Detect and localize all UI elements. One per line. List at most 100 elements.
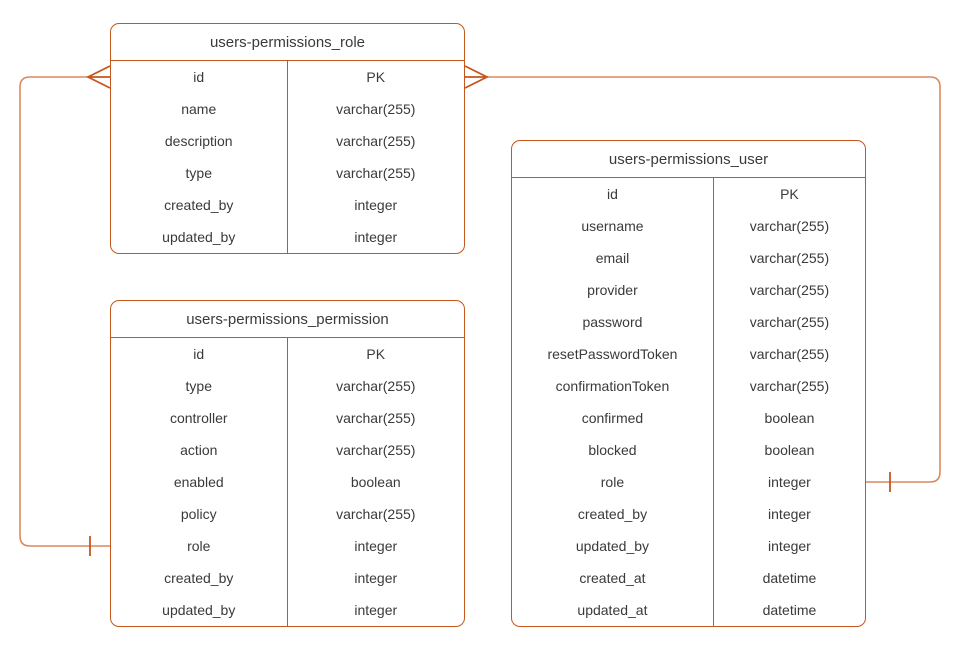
field-row-type: type varchar(255)	[111, 157, 464, 189]
field-type-cell: PK	[366, 69, 386, 85]
field-name-cell: type	[111, 157, 288, 189]
field-type-cell: boolean	[350, 474, 401, 490]
field-name-cell: description	[111, 125, 288, 157]
field-type-cell: varchar(255)	[336, 506, 416, 522]
field-name-cell: created_at	[512, 562, 714, 594]
field-name-cell: confirmationToken	[512, 370, 714, 402]
field-type-cell: integer	[768, 474, 811, 490]
field-type-cell: varchar(255)	[749, 378, 830, 394]
field-row-id: id PK	[111, 338, 464, 370]
field-row-updated_at: updated_at datetime	[512, 594, 865, 626]
field-name-cell: id	[111, 61, 288, 93]
field-type-cell: integer	[354, 538, 398, 554]
field-row-password: password varchar(255)	[512, 306, 865, 338]
field-row-provider: provider varchar(255)	[512, 274, 865, 306]
field-row-email: email varchar(255)	[512, 242, 865, 274]
field-name-cell: type	[111, 370, 288, 402]
table-rows: id PK type varchar(255) controller varchar(25…	[111, 338, 464, 626]
field-row-confirmationToken: confirmationToken varchar(255)	[512, 370, 865, 402]
field-type-cell: varchar(255)	[336, 378, 416, 394]
field-name-cell: id	[512, 178, 714, 210]
relationship-role-permission[interactable]	[19, 65, 111, 556]
field-row-updated_by: updated_by integer	[111, 594, 464, 626]
crows-foot-many-icon	[464, 65, 490, 89]
field-name-cell: username	[512, 210, 714, 242]
field-type-cell: boolean	[764, 410, 815, 426]
field-type-cell: integer	[768, 538, 811, 554]
connector-wire[interactable]	[19, 76, 110, 547]
field-name-cell: password	[512, 306, 714, 338]
field-type-cell: varchar(255)	[749, 250, 830, 266]
field-row-policy: policy varchar(255)	[111, 498, 464, 530]
field-row-blocked: blocked boolean	[512, 434, 865, 466]
field-name-cell: role	[512, 466, 714, 498]
field-row-role: role integer	[512, 466, 865, 498]
field-row-created_by: created_by integer	[512, 498, 865, 530]
field-type-cell: integer	[354, 602, 398, 618]
field-row-confirmed: confirmed boolean	[512, 402, 865, 434]
table-title: users-permissions_role	[111, 24, 464, 61]
field-name-cell: updated_at	[512, 594, 714, 626]
field-row-type: type varchar(255)	[111, 370, 464, 402]
field-type-cell: varchar(255)	[749, 282, 830, 298]
field-name-cell: role	[111, 530, 288, 562]
entity-table-users-permissions-permission[interactable]: users-permissions_permission id PK type var…	[110, 300, 465, 627]
relationship-role-user[interactable]	[464, 65, 941, 492]
field-row-enabled: enabled boolean	[111, 466, 464, 498]
field-type-cell: integer	[354, 570, 398, 586]
field-row-role: role integer	[111, 530, 464, 562]
field-type-cell: varchar(255)	[336, 101, 416, 117]
field-name-cell: created_by	[111, 562, 288, 594]
field-type-cell: PK	[780, 186, 799, 202]
field-name-cell: provider	[512, 274, 714, 306]
field-type-cell: varchar(255)	[749, 218, 830, 234]
field-type-cell: varchar(255)	[336, 410, 416, 426]
field-type-cell: varchar(255)	[336, 442, 416, 458]
field-row-created_by: created_by integer	[111, 189, 464, 221]
field-name-cell: enabled	[111, 466, 288, 498]
field-row-action: action varchar(255)	[111, 434, 464, 466]
field-name-cell: resetPasswordToken	[512, 338, 714, 370]
field-type-cell: varchar(255)	[336, 165, 416, 181]
connector-wire[interactable]	[487, 76, 941, 483]
field-name-cell: updated_by	[111, 594, 288, 626]
field-name-cell: blocked	[512, 434, 714, 466]
field-type-cell: integer	[768, 506, 811, 522]
entity-table-users-permissions-user[interactable]: users-permissions_user id PK username varch…	[511, 140, 866, 627]
field-row-controller: controller varchar(255)	[111, 402, 464, 434]
field-name-cell: confirmed	[512, 402, 714, 434]
field-type-cell: integer	[354, 229, 398, 245]
field-name-cell: updated_by	[111, 221, 288, 253]
field-row-username: username varchar(255)	[512, 210, 865, 242]
field-name-cell: policy	[111, 498, 288, 530]
field-row-created_at: created_at datetime	[512, 562, 865, 594]
table-title: users-permissions_user	[512, 141, 865, 178]
field-row-id: id PK	[512, 178, 865, 210]
field-name-cell: created_by	[512, 498, 714, 530]
field-row-updated_by: updated_by integer	[111, 221, 464, 253]
field-row-created_by: created_by integer	[111, 562, 464, 594]
field-type-cell: varchar(255)	[749, 314, 830, 330]
field-name-cell: email	[512, 242, 714, 274]
field-name-cell: action	[111, 434, 288, 466]
field-type-cell: boolean	[764, 442, 815, 458]
table-title: users-permissions_permission	[111, 301, 464, 338]
field-type-cell: varchar(255)	[336, 133, 416, 149]
field-row-description: description varchar(255)	[111, 125, 464, 157]
field-name-cell: id	[111, 338, 288, 370]
field-type-cell: integer	[354, 197, 398, 213]
field-name-cell: controller	[111, 402, 288, 434]
field-type-cell: PK	[366, 346, 386, 362]
field-name-cell: updated_by	[512, 530, 714, 562]
field-name-cell: created_by	[111, 189, 288, 221]
table-rows: id PK username varchar(255) email varchar(255…	[512, 178, 865, 626]
field-row-updated_by: updated_by integer	[512, 530, 865, 562]
field-type-cell: datetime	[762, 570, 817, 586]
field-type-cell: datetime	[762, 602, 817, 618]
